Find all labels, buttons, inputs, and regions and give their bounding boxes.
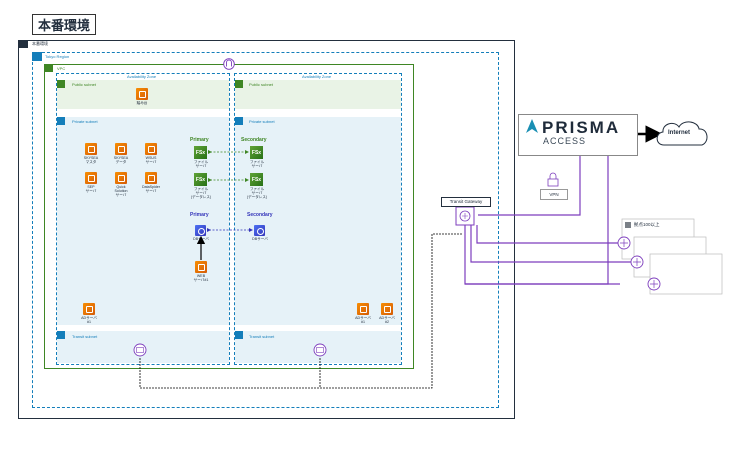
internet-gateway-icon (223, 58, 235, 70)
vpc-icon (44, 64, 53, 72)
eni-icon (313, 343, 327, 357)
region-label: Tokyo Region (45, 54, 70, 59)
transit-subnet-right-label: Transit subnet (249, 334, 275, 339)
web-server-icon (195, 261, 207, 273)
ad-label: ADサーバ #1 (355, 316, 371, 325)
sep-server-icon (85, 172, 97, 184)
site-box (649, 253, 723, 295)
internet-cloud-icon (656, 121, 708, 146)
fsx-label: ファイル サーバ (データレス) (246, 187, 268, 200)
router-icon (647, 277, 661, 291)
aws-cloud-icon (18, 40, 28, 48)
web-label: WEB サーバ#1 (193, 274, 209, 283)
ad-server-right2-icon (381, 303, 393, 315)
db-secondary-label: Secondary (247, 212, 273, 218)
public-subnet-right-label: Public subnet (249, 82, 274, 87)
fsx-label: ファイル サーバ (249, 160, 265, 169)
fsx-primary-1-icon: FSx (194, 146, 207, 159)
fsx-primary-2-icon: FSx (194, 173, 207, 186)
db-secondary-icon (254, 225, 265, 236)
vpc-label: VPC (57, 66, 66, 71)
lock-icon (235, 117, 243, 125)
skysea-data-icon (115, 143, 127, 155)
db-primary-label: Primary (190, 212, 209, 218)
private-subnet-right-label: Private subnet (249, 119, 275, 124)
dataspider-server-icon (145, 172, 157, 184)
ad-server-left-icon (83, 303, 95, 315)
transit-subnet-left-label: Transit subnet (72, 334, 98, 339)
transit-attachment-line (139, 233, 463, 389)
bastion-ec2-icon (136, 88, 148, 100)
account-label: 本番環境 (32, 41, 48, 46)
lock-icon (57, 331, 65, 339)
az-right-box (234, 73, 402, 365)
fsx-secondary-1-icon: FSx (250, 146, 263, 159)
router-icon (630, 255, 644, 269)
vpn-lock-icon (547, 172, 559, 187)
network-links (464, 155, 651, 285)
fsx-primary-label: Primary (190, 137, 209, 143)
az-left-box (56, 73, 230, 365)
ad-label: ADサーバ #2 (379, 316, 395, 325)
vpn-label: VPN (540, 189, 568, 200)
lock-icon (235, 80, 243, 88)
internet-label: Internet (668, 130, 691, 136)
az-left-label: Availability Zone (127, 74, 157, 79)
prisma-logo-icon (526, 119, 538, 133)
public-subnet-right (235, 80, 401, 109)
private-subnet-left-label: Private subnet (72, 119, 98, 124)
page-title: 本番環境 (32, 14, 96, 35)
skysea-master-icon (85, 143, 97, 155)
lock-icon (57, 117, 65, 125)
prisma-name: PRISMA (542, 118, 621, 137)
region-flag-icon (32, 52, 42, 61)
fsx-label: ファイル サーバ (データレス) (190, 187, 212, 200)
eni-icon (133, 343, 147, 357)
az-right-label: Availability Zone (302, 74, 332, 79)
transit-gateway-label: Transit Gateway (441, 197, 491, 207)
lock-icon (57, 80, 65, 88)
router-icon (617, 236, 631, 250)
bastion-label: 踏み台 (136, 101, 148, 105)
prisma-access-box (518, 114, 638, 156)
db-label: DBサーバ (252, 237, 268, 241)
site-lock-icon (625, 222, 631, 228)
fsx-secondary-2-icon: FSx (250, 173, 263, 186)
ad-label: ADサーバ #1 (81, 316, 97, 325)
wsus-server-icon (145, 143, 157, 155)
region-box (32, 52, 499, 408)
public-subnet-left-label: Public subnet (72, 82, 97, 87)
prisma-sub: ACCESS (543, 136, 587, 146)
aws-account-box (18, 40, 515, 419)
ad-server-right1-icon (357, 303, 369, 315)
db-primary-icon (195, 225, 206, 236)
quick-solution-icon (115, 172, 127, 184)
transit-gateway-icon (455, 206, 475, 226)
lock-icon (235, 331, 243, 339)
fsx-label: ファイル サーバ (193, 160, 209, 169)
sites-label: 拠点100以上 (634, 222, 660, 227)
fsx-secondary-label: Secondary (241, 137, 267, 143)
